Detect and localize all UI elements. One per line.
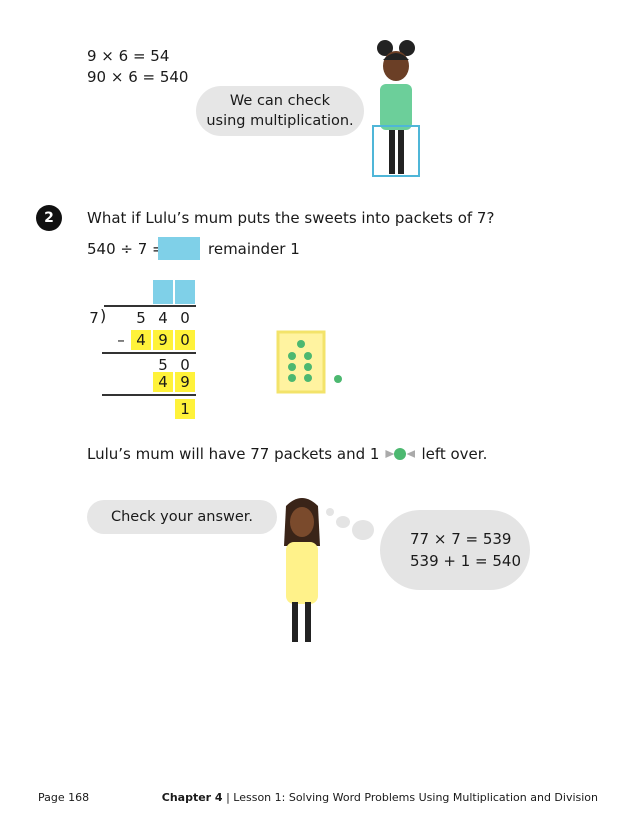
question-number-badge: 2 <box>36 205 62 231</box>
quotient-box-ones[interactable] <box>175 280 195 304</box>
thought-line: 539 + 1 = 540 <box>410 552 522 570</box>
page-number: Page 168 <box>38 791 90 804</box>
divisor: 7 <box>89 309 99 327</box>
thought-line: 77 × 7 = 539 <box>410 530 512 548</box>
answer-box[interactable] <box>158 237 200 260</box>
chapter-label: Chapter 4 <box>161 791 223 804</box>
dividend-digit: 5 <box>136 309 146 327</box>
remainder-digit: 1 <box>175 399 195 419</box>
conclusion-after: left over. <box>421 445 488 463</box>
footer-chapter-info: Chapter 4 | Lesson 1: Solving Word Probl… <box>161 791 598 804</box>
quotient-box-tens[interactable] <box>153 280 173 304</box>
partial-remainder-digit: 0 <box>180 356 190 374</box>
subtrahend-digit: 9 <box>153 330 173 350</box>
bubble-line: using multiplication. <box>206 113 354 129</box>
girl-wheelchair-illustration <box>372 40 420 177</box>
dividend-digit: 0 <box>180 309 190 327</box>
conclusion-before: Lulu’s mum will have 77 packets and 1 <box>87 445 380 463</box>
lesson-label: Lesson 1: Solving Word Problems Using Mu… <box>233 791 598 804</box>
partial-remainder-digit: 5 <box>158 356 168 374</box>
division-equation-right: remainder 1 <box>208 240 300 258</box>
equation-2: 90 × 6 = 540 <box>87 68 189 86</box>
dividend-digit: 4 <box>158 309 168 327</box>
conclusion-text: Lulu’s mum will have 77 packets and 1 le… <box>87 445 487 463</box>
minus-sign: – <box>117 331 125 349</box>
question-text: What if Lulu’s mum puts the sweets into … <box>87 209 495 227</box>
speech-bubble-check-answer: Check your answer. <box>87 500 277 534</box>
subtrahend-digit: 0 <box>175 330 195 350</box>
sweet-packet-illustration <box>276 330 342 394</box>
girl-illustration <box>284 498 334 642</box>
thought-bubble: 77 × 7 = 539 539 + 1 = 540 <box>380 510 530 590</box>
equation-1: 9 × 6 = 54 <box>87 47 170 65</box>
division-equation-left: 540 ÷ 7 = <box>87 240 165 258</box>
sweet-icon <box>385 448 416 460</box>
subtrahend-digit: 9 <box>175 372 195 392</box>
subtrahend-digit: 4 <box>153 372 173 392</box>
speech-bubble-check: We can check using multiplication. <box>196 86 364 136</box>
bubble-line: We can check <box>229 93 331 109</box>
subtrahend-digit: 4 <box>131 330 151 350</box>
